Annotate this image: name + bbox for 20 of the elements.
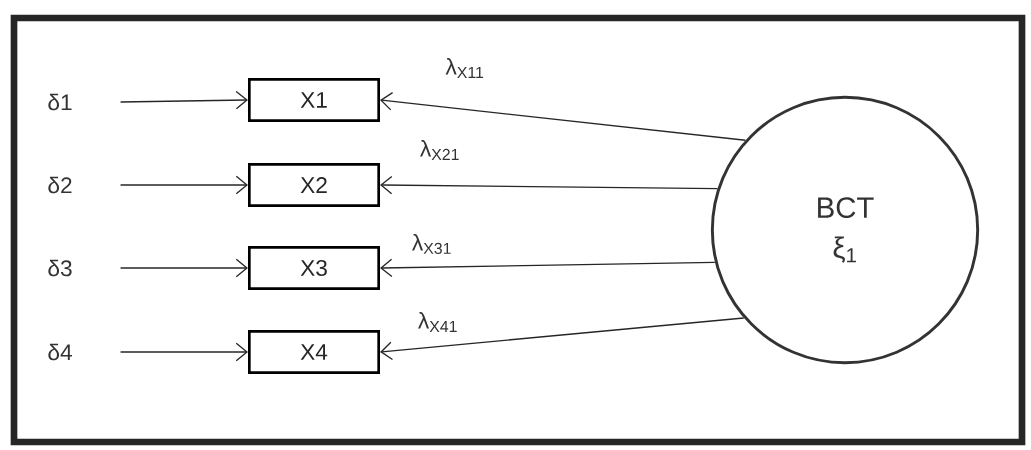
- edge-label: λ$_{X11}$: [444, 56, 486, 80]
- error-term-label: δ2: [48, 176, 72, 194]
- error-term-label: δ1: [48, 93, 72, 111]
- edge-label: λ$_{X31}$: [410, 232, 454, 256]
- arrow: [380, 92, 746, 141]
- arrow: [380, 258, 716, 278]
- arrow: [119, 175, 248, 195]
- arrow: [380, 175, 719, 195]
- edge-label: λ$_{X21}$: [418, 138, 462, 162]
- indicator-box: X1: [248, 78, 380, 122]
- error-term-label: δ4: [48, 343, 72, 361]
- error-term-label: δ3: [48, 259, 72, 277]
- arrow: [119, 90, 248, 110]
- indicator-box: X3: [248, 246, 380, 290]
- arrow: [119, 258, 248, 278]
- indicator-box: X2: [248, 163, 380, 207]
- arrow: [380, 317, 745, 361]
- arrow: [119, 342, 248, 362]
- indicator-box: X4: [248, 330, 380, 374]
- edge-label: λ$_{X41}$: [416, 310, 460, 334]
